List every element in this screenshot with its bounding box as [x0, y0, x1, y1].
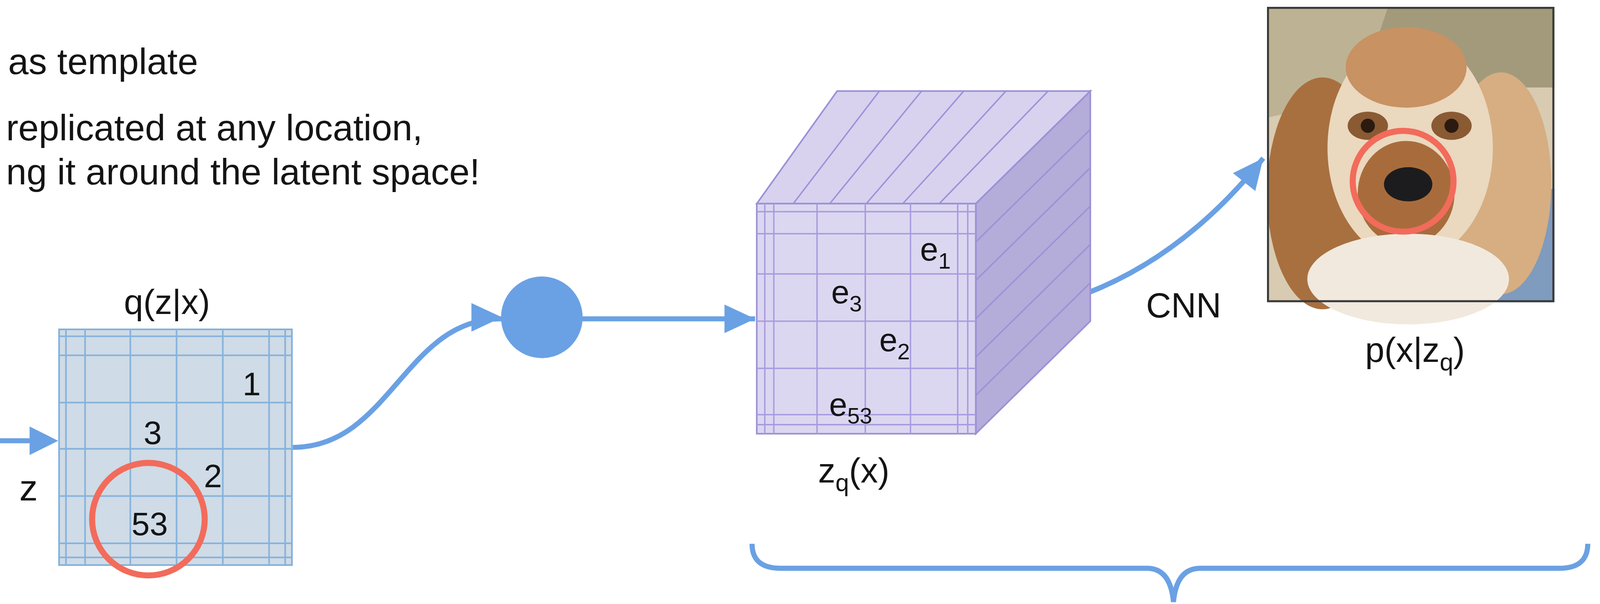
image-caption: ): [1453, 331, 1465, 370]
code-index: 53: [131, 506, 168, 543]
note-text: ng it around the latent space!: [5, 150, 480, 193]
text-group: e53: [829, 386, 873, 423]
text-group: e3: [831, 274, 863, 311]
quantizer-arrow-head: [471, 303, 503, 332]
output-image: p(x|zq): [1265, 5, 1556, 304]
code-index: 1: [242, 366, 261, 403]
embedding-symbol: e: [831, 273, 850, 311]
decoder-brace: [752, 544, 1588, 603]
embedding-cube: e1e3e2e53zq(x): [755, 202, 978, 436]
grid-title: q(z|x): [124, 283, 211, 322]
quantizer-dot: [501, 276, 583, 359]
image-caption-subscript: q: [1439, 348, 1454, 377]
code-index: 3: [143, 415, 162, 452]
note-text: replicated at any location,: [5, 106, 423, 149]
text-group: zq(x): [817, 452, 890, 491]
note-text: as template: [8, 40, 199, 83]
input-arrow-head: [29, 426, 59, 456]
embedding-symbol: e: [829, 386, 848, 423]
embedding-symbol: e: [919, 231, 938, 268]
embedding-index: 2: [897, 339, 911, 365]
arrow-head: [724, 304, 756, 334]
latent-grid: q(z|x)13253: [58, 328, 293, 567]
cube-caption: z: [817, 451, 836, 491]
embedding-index: 53: [847, 403, 872, 429]
input-symbol: z: [19, 466, 38, 509]
grid-lines: [59, 330, 292, 565]
edge-label: CNN: [1143, 287, 1225, 326]
text-group: p(x|zq): [1365, 331, 1465, 370]
text-group: e1: [919, 231, 951, 268]
cube-caption-subscript: q: [835, 469, 850, 497]
embedding-index: 1: [938, 248, 951, 274]
dog-photo: [1266, 6, 1555, 303]
image-caption: p(x|z: [1365, 331, 1440, 370]
input-arrow-line: [0, 438, 35, 444]
code-index: 2: [203, 458, 222, 495]
cube-caption: (x): [848, 451, 890, 491]
arrow-head: [1233, 158, 1264, 192]
embedding-index: 3: [849, 291, 863, 317]
embedding-symbol: e: [879, 322, 898, 359]
text-group: e2: [879, 322, 911, 359]
latent-cube: [756, 203, 976, 435]
